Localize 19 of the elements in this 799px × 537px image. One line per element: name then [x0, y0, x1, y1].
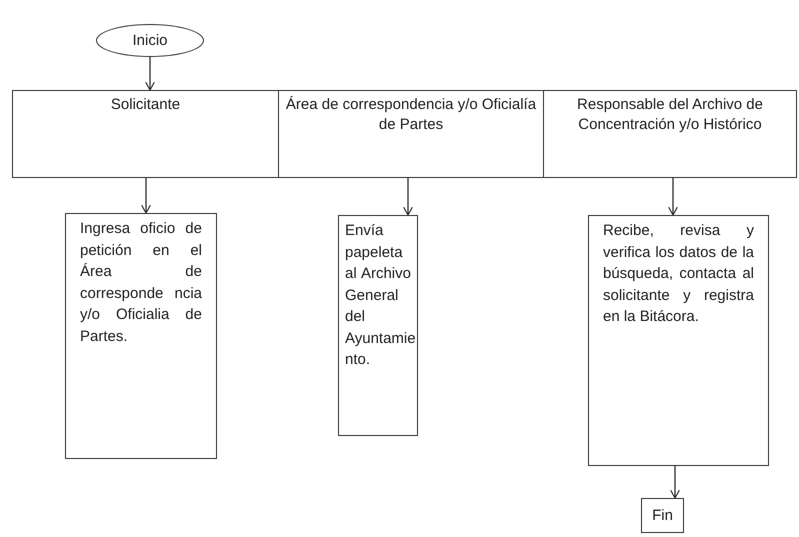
node-text: Recibe, revisa y verifica los datos de la búsqueda, contacta al solicitante y registra en la Bitácora.: [603, 221, 754, 327]
lane-header: [12, 90, 279, 178]
arrow: [140, 178, 152, 214]
node-text: Inicio: [132, 30, 168, 51]
process-box: [588, 215, 769, 466]
process-box: [65, 213, 217, 459]
end-box: [641, 498, 684, 533]
node-text: Área de correspondencia y/o Oficialía de Partes: [284, 95, 538, 135]
node-text: Solicitante: [110, 95, 182, 115]
node-text: Ingresa oficio de petición en el Área de corresponde ncia y/o Oficialia de Partes.: [80, 219, 202, 346]
node-text: Responsable del Archivo de Concentración y/o Histórico: [576, 95, 764, 135]
arrow: [668, 178, 678, 216]
arrow: [402, 178, 414, 216]
node-text: Fin: [652, 506, 673, 526]
arrow: [670, 466, 680, 499]
process-box: [338, 215, 418, 436]
lane-header: [543, 90, 797, 178]
lane-header: [278, 90, 544, 178]
arrow: [144, 57, 156, 91]
